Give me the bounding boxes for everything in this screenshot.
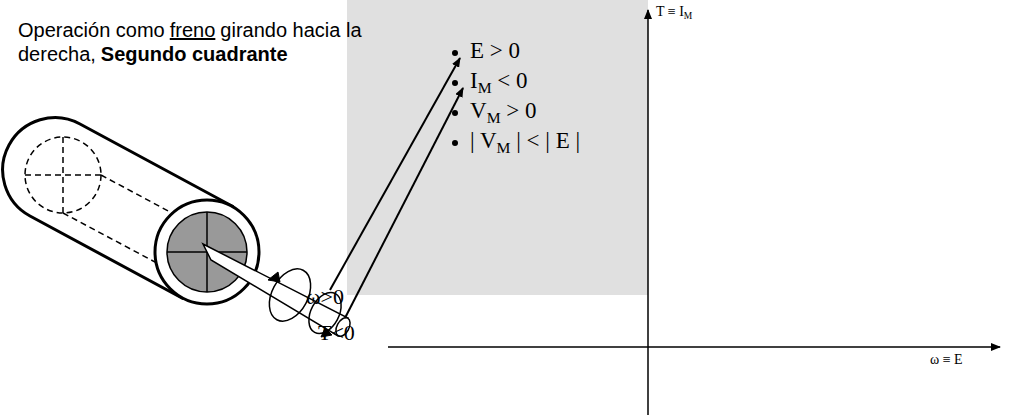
axis-label: T ≡ IM bbox=[656, 4, 692, 21]
heading-note: Operación comofrenogirando hacia la dere… bbox=[18, 18, 363, 66]
label-text: T ≡ I bbox=[656, 4, 684, 19]
motor-illustration bbox=[3, 118, 353, 339]
label-text: I bbox=[470, 68, 478, 93]
label-text: | V bbox=[470, 128, 497, 153]
condition-line: E > 0 bbox=[470, 38, 520, 64]
label-text: Segundo cuadrante bbox=[101, 43, 288, 65]
bullet-dots bbox=[452, 50, 458, 146]
label-text: < 0 bbox=[497, 68, 527, 93]
label-text: V bbox=[470, 98, 487, 123]
condition-line: VM > 0 bbox=[470, 98, 537, 127]
leader-arrow bbox=[330, 58, 460, 290]
label-text: T<0 bbox=[318, 320, 355, 345]
label-text: E > 0 bbox=[470, 38, 520, 63]
torque-sign: T<0 bbox=[318, 320, 355, 346]
subscript: M bbox=[684, 11, 692, 21]
label-text: ω>0 bbox=[306, 284, 344, 309]
leader-arrow bbox=[345, 88, 463, 318]
axis-label: ω ≡ E bbox=[930, 352, 963, 368]
quadrant-shade bbox=[347, 0, 648, 295]
label-text: freno bbox=[170, 19, 216, 41]
label-text: Operación como bbox=[18, 19, 165, 41]
label-text: > 0 bbox=[506, 98, 536, 123]
speed-sign: ω>0 bbox=[306, 284, 344, 310]
subscript: M bbox=[487, 109, 501, 126]
label-text: ω ≡ E bbox=[930, 352, 963, 367]
condition-line: IM < 0 bbox=[470, 68, 528, 97]
condition-line: | VM | < | E | bbox=[470, 128, 580, 157]
label-text: | < | E | bbox=[516, 128, 580, 153]
subscript: M bbox=[478, 79, 492, 96]
speed-axis bbox=[388, 346, 1000, 348]
torque-axis bbox=[647, 10, 649, 415]
subscript: M bbox=[497, 139, 511, 156]
